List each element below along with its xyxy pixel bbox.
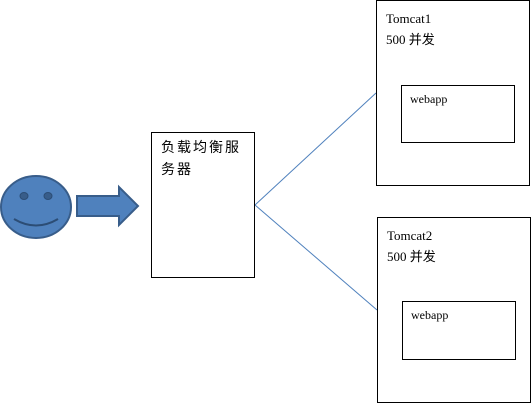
load-balancer-label: 负载均衡服务器: [161, 140, 241, 178]
user-smiley-icon: [0, 175, 72, 239]
tomcat1-webapp-box: webapp: [401, 85, 515, 143]
tomcat2-capacity: 500 并发: [387, 249, 436, 264]
tomcat1-name: Tomcat1: [386, 11, 432, 26]
tomcat1-webapp-label: webapp: [410, 92, 448, 106]
connector-to-tomcat1: [254, 92, 377, 206]
connector-to-tomcat2: [254, 204, 378, 311]
tomcat2-name: Tomcat2: [387, 228, 433, 243]
tomcat2-webapp-label: webapp: [411, 308, 449, 322]
tomcat2-webapp-box: webapp: [402, 301, 516, 360]
load-balancer-box: 负载均衡服务器: [151, 132, 255, 278]
request-arrow: [76, 184, 140, 228]
tomcat1-capacity: 500 并发: [386, 32, 435, 47]
